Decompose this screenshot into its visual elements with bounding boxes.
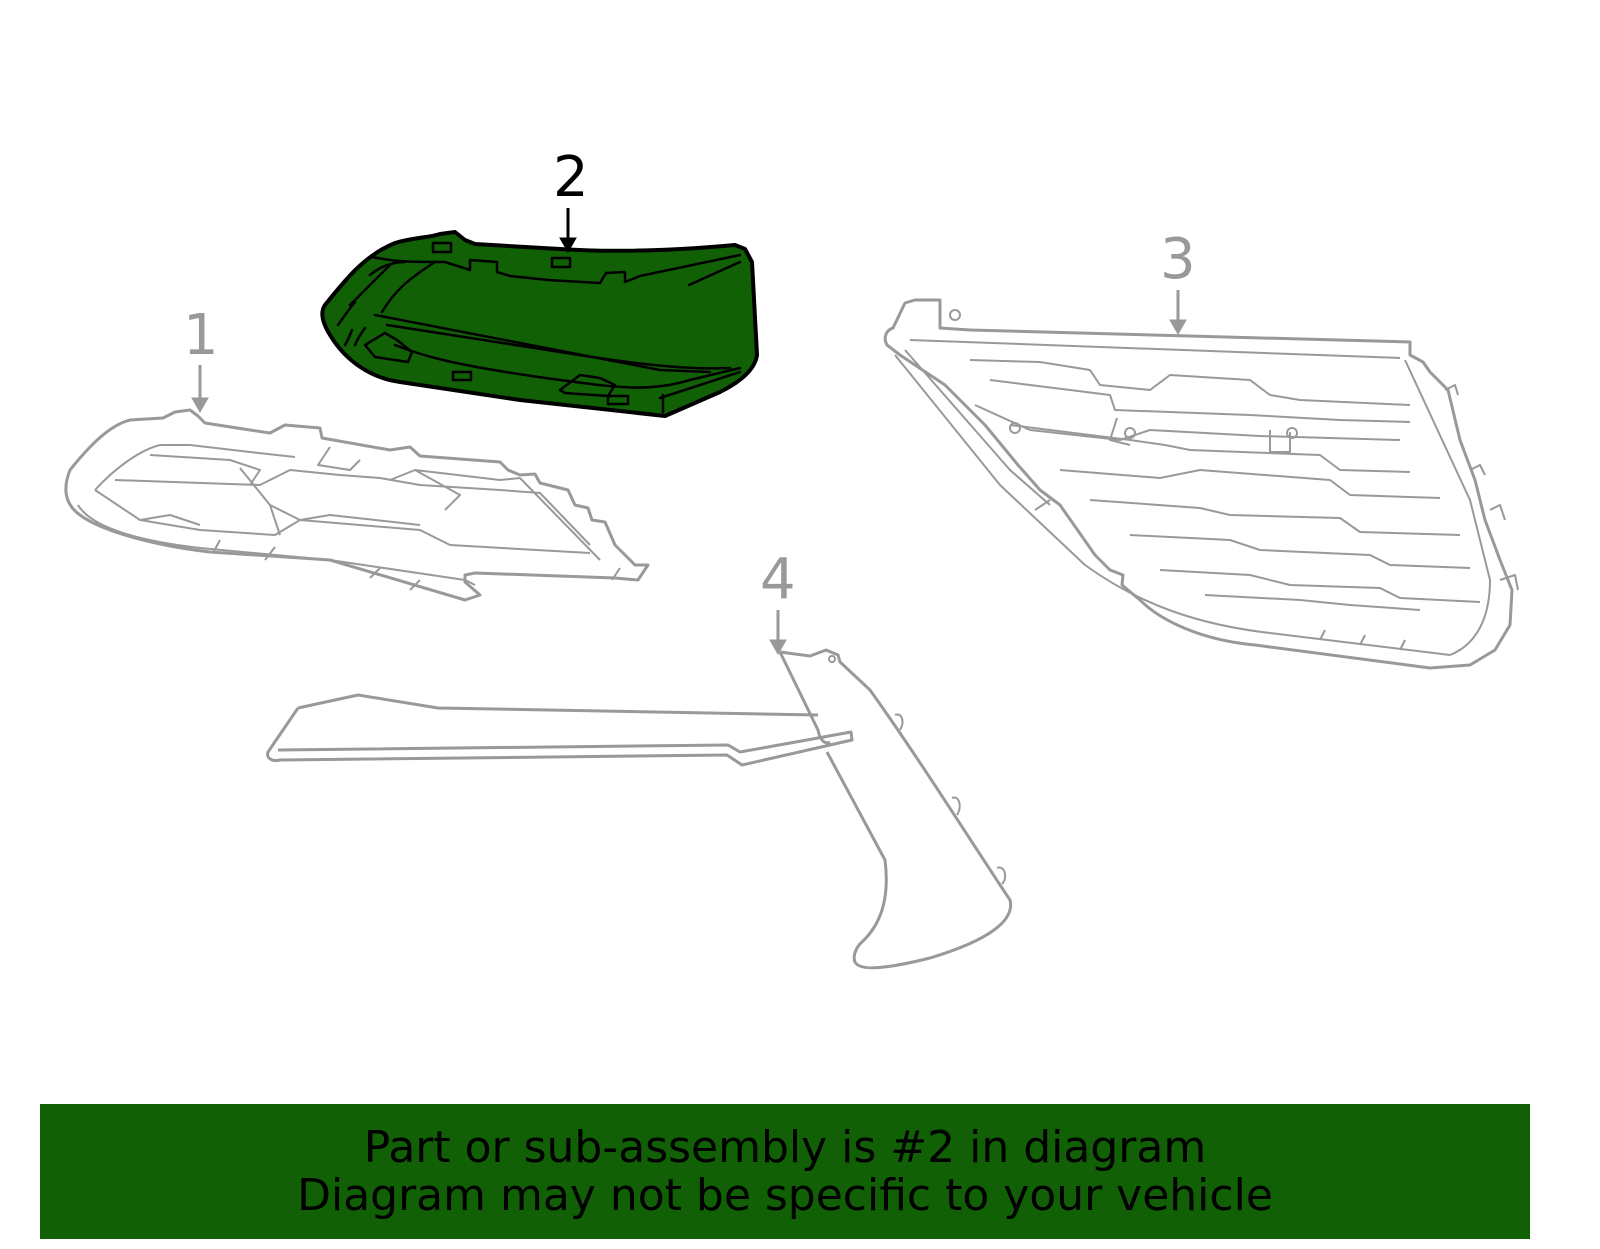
banner-line-part-number: Part or sub-assembly is #2 in diagram	[363, 1121, 1207, 1173]
part-4[interactable]	[266, 648, 1013, 970]
callout-number-3: 3	[1160, 227, 1196, 292]
callout-4-arrow	[769, 610, 787, 656]
info-banner: Part or sub-assembly is #2 in diagram Di…	[40, 1104, 1530, 1239]
callout-1-arrow	[191, 365, 209, 414]
callout-2-arrow	[559, 208, 577, 254]
callout-3-arrow	[1169, 290, 1187, 336]
part-1[interactable]	[64, 408, 650, 602]
parts-diagram	[64, 208, 1519, 970]
callout-number-2: 2	[553, 145, 589, 210]
banner-line-disclaimer: Diagram may not be specific to your vehi…	[297, 1169, 1273, 1221]
part-3[interactable]	[883, 298, 1519, 670]
callout-number-4: 4	[760, 547, 796, 612]
callout-number-1: 1	[183, 303, 219, 368]
part-2-highlighted[interactable]	[320, 230, 759, 418]
